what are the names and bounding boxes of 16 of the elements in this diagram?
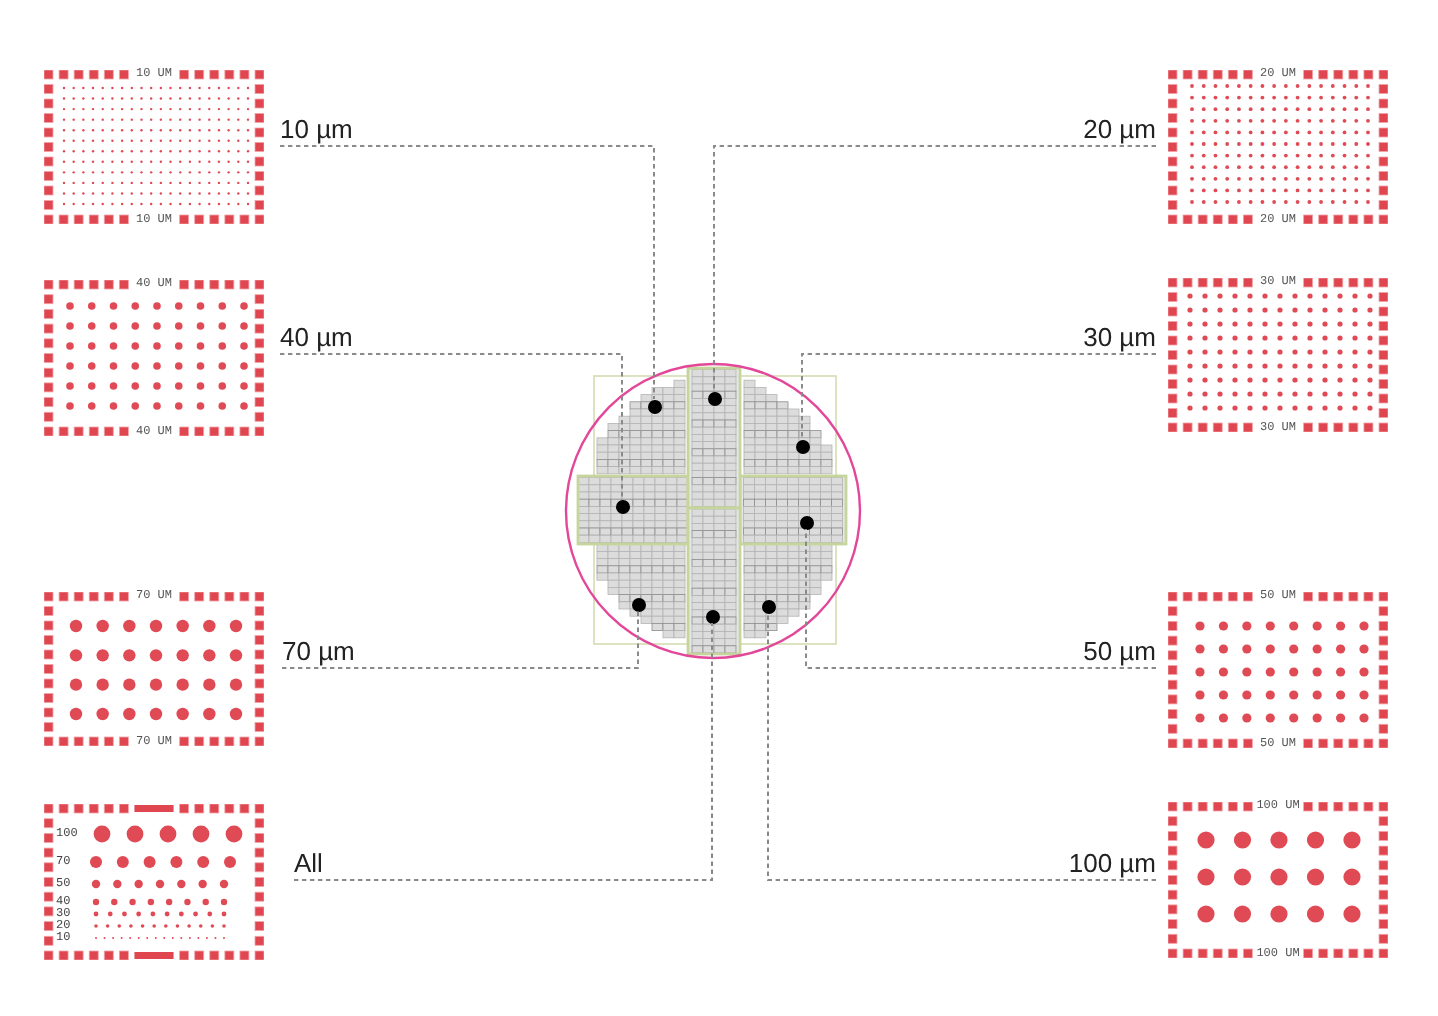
size-label: 100 µm bbox=[1068, 848, 1156, 880]
leader-line bbox=[279, 353, 623, 500]
size-label: 70 µm bbox=[282, 636, 355, 668]
leader-line bbox=[713, 145, 1157, 392]
leader-line bbox=[767, 612, 1157, 881]
size-label: 20 µm bbox=[1083, 114, 1156, 146]
leader-line bbox=[805, 528, 1157, 669]
leader-line bbox=[281, 610, 639, 669]
leader-line bbox=[279, 145, 655, 400]
size-label: 40 µm bbox=[280, 322, 353, 354]
leader-line bbox=[801, 353, 1157, 440]
size-label: 30 µm bbox=[1083, 322, 1156, 354]
size-label: 10 µm bbox=[280, 114, 353, 146]
size-label: All bbox=[294, 848, 323, 880]
size-label: 50 µm bbox=[1083, 636, 1156, 668]
leader-line bbox=[293, 622, 713, 881]
